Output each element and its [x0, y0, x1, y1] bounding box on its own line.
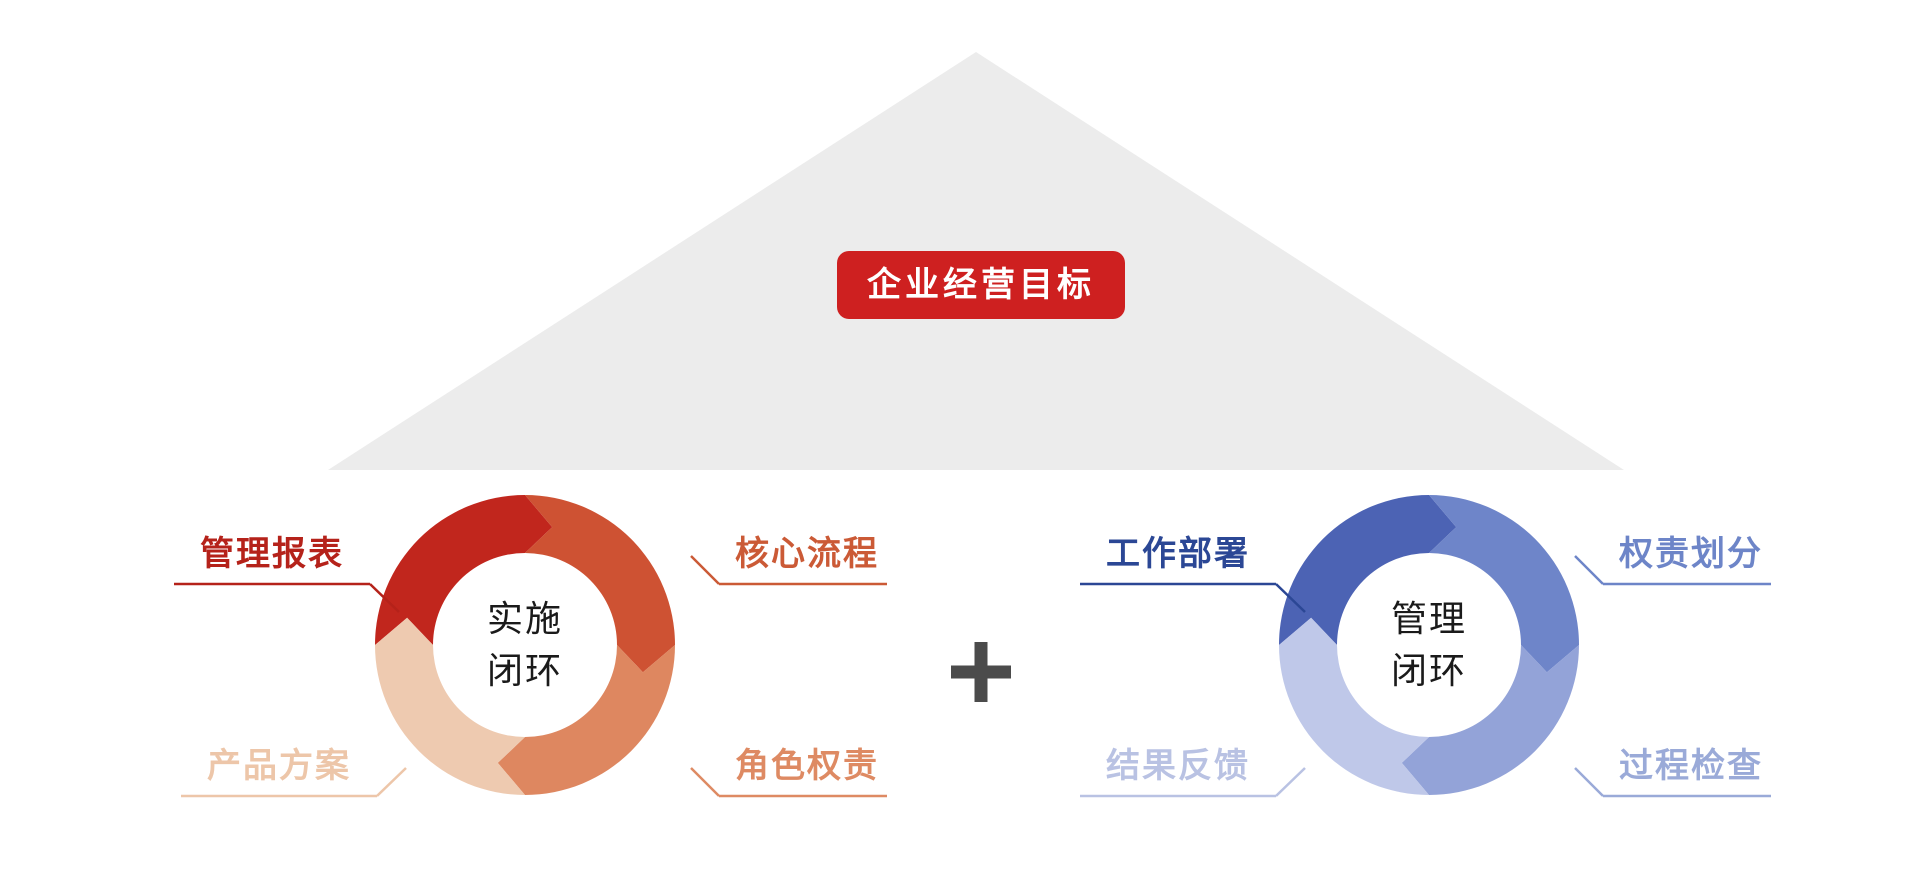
callout-line — [1574, 767, 1771, 798]
ring-segment — [375, 617, 525, 795]
ring-segment — [1279, 617, 1429, 795]
implementation-cycle-ring — [375, 495, 675, 795]
right-cycle-title-line1: 管理 — [1390, 598, 1467, 639]
label-work-deployment: 工作部署 — [1079, 532, 1311, 618]
right-cycle-title-line2: 闭环 — [1390, 650, 1467, 691]
callout-line — [174, 582, 400, 613]
callout-line — [1574, 555, 1771, 586]
ring-segment — [497, 645, 675, 795]
management-cycle-ring — [1279, 495, 1579, 795]
plus-icon: + — [949, 640, 1013, 704]
label-management-reports-text: 管理报表 — [200, 535, 344, 573]
label-process-check-text: 过程检查 — [1619, 747, 1763, 785]
callout-line — [690, 555, 887, 586]
ring-segment — [375, 495, 553, 645]
label-authority-division-text: 权责划分 — [1619, 535, 1763, 573]
left-cycle-title-line1: 实施 — [486, 598, 563, 639]
callout-line — [690, 767, 887, 798]
label-product-plan-text: 产品方案 — [207, 747, 351, 785]
label-work-deployment-text: 工作部署 — [1106, 535, 1250, 573]
label-process-check: 过程检查 — [1572, 744, 1804, 830]
label-product-plan: 产品方案 — [180, 744, 412, 830]
ring-segment — [1279, 495, 1457, 645]
right-cycle-title: 管理 闭环 — [1329, 593, 1529, 697]
ring-segment — [1429, 495, 1579, 673]
label-role-responsibility-text: 角色权责 — [735, 747, 879, 785]
ring-segment — [525, 495, 675, 673]
label-core-process: 核心流程 — [688, 532, 920, 618]
label-result-feedback: 结果反馈 — [1079, 744, 1311, 830]
label-result-feedback-text: 结果反馈 — [1106, 747, 1250, 785]
label-management-reports: 管理报表 — [173, 532, 405, 618]
plus-icon-shape — [951, 642, 1011, 702]
label-core-process-text: 核心流程 — [735, 535, 879, 573]
label-role-responsibility: 角色权责 — [688, 744, 920, 830]
callout-line — [1080, 582, 1306, 613]
label-authority-division: 权责划分 — [1572, 532, 1804, 618]
left-cycle-title: 实施 闭环 — [425, 593, 625, 697]
callout-line — [1080, 767, 1306, 798]
ring-segment — [1401, 645, 1579, 795]
callout-line — [181, 767, 407, 798]
left-cycle-title-line2: 闭环 — [486, 650, 563, 691]
goal-badge: 企业经营目标 — [837, 251, 1125, 319]
